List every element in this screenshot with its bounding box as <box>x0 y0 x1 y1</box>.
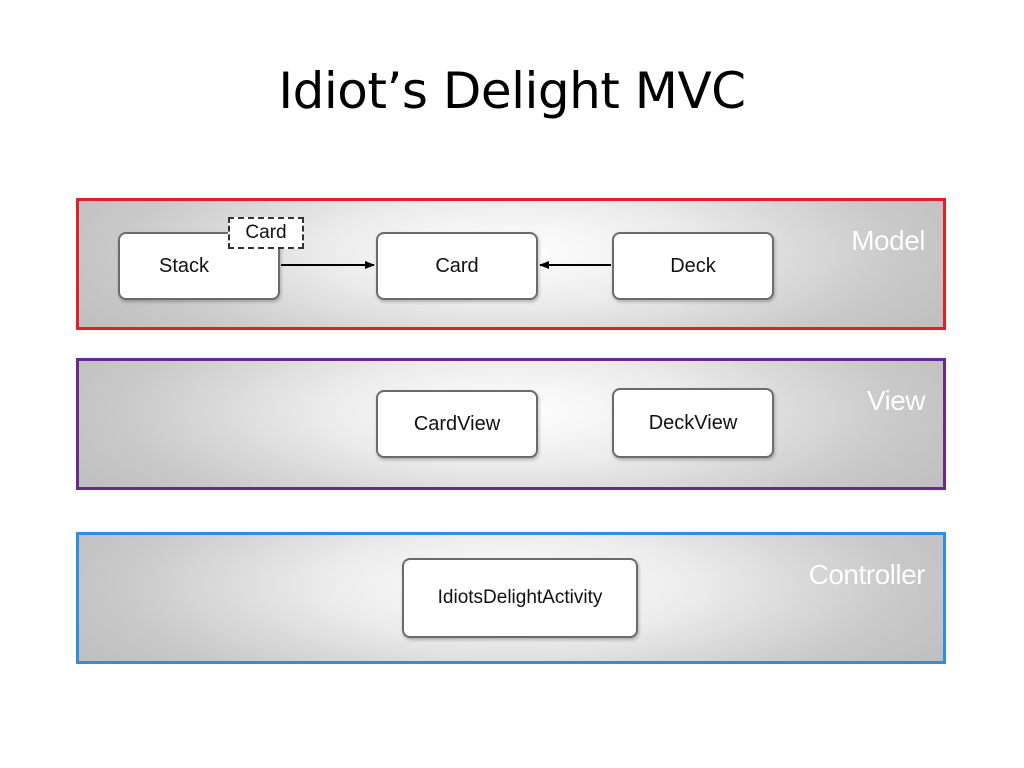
deck-view-class-label: DeckView <box>648 411 738 434</box>
deck-class-box: Deck <box>612 232 774 300</box>
deck-class-label: Deck <box>670 254 716 277</box>
stack-class-label: Stack <box>158 254 210 277</box>
stack-type-parameter-tag: Card <box>228 217 304 249</box>
card-class-box: Card <box>376 232 538 300</box>
card-view-class-box: CardView <box>376 390 538 458</box>
stack-type-parameter-label: Card <box>245 222 287 243</box>
slide-title: Idiot’s Delight MVC <box>278 62 746 120</box>
view-layer-label: View <box>866 385 926 416</box>
activity-class-box: IdiotsDelightActivity <box>402 558 638 638</box>
activity-class-label: IdiotsDelightActivity <box>437 587 603 608</box>
model-layer-label: Model <box>851 225 925 256</box>
deck-view-class-box: DeckView <box>612 388 774 458</box>
card-view-class-label: CardView <box>413 412 501 435</box>
controller-layer-label: Controller <box>808 559 926 590</box>
card-class-label: Card <box>435 254 479 277</box>
